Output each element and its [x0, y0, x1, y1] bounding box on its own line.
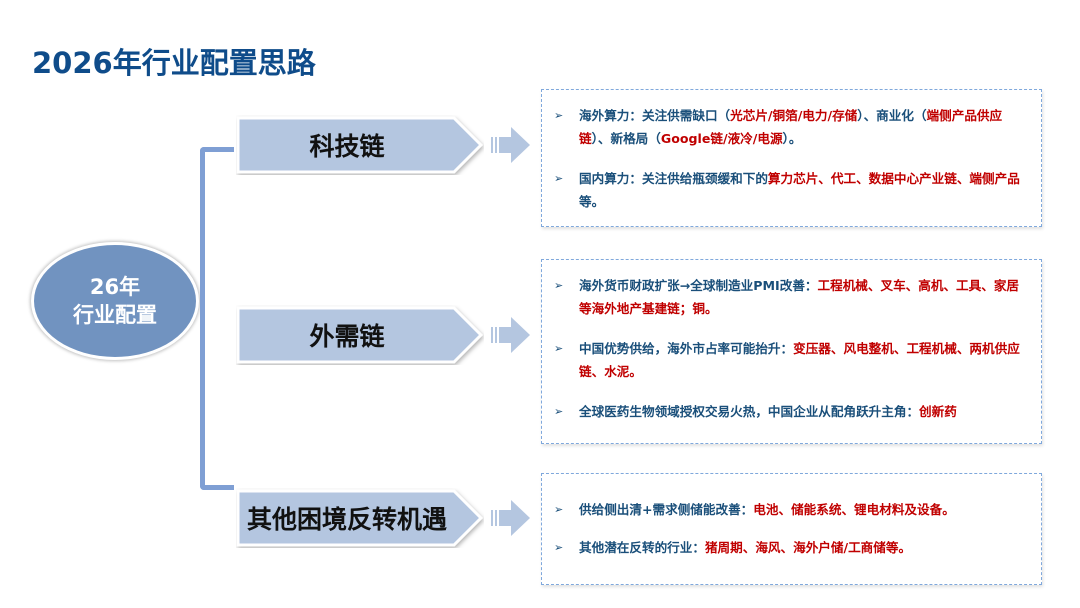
branch-label: 外需链: [309, 322, 385, 351]
striped-right-arrow-icon: [491, 500, 530, 536]
detail-panel-external-demand: ➢ 海外货币财政扩张→全球制造业PMI改善：工程机械、叉车、高机、工具、家居等海…: [541, 259, 1042, 444]
arrowhead-bullet-icon: ➢: [554, 342, 564, 355]
bullet-item: ➢ 海外算力：关注供需缺口（光芯片/铜箔/电力/存储）、商业化（端侧产品供应链）…: [554, 104, 1027, 150]
branch-label: 其他困境反转机遇: [246, 505, 447, 534]
branch-external-demand-chain: 外需链: [236, 305, 484, 365]
center-node: 26年 行业配置: [31, 242, 199, 360]
arrowhead-bullet-icon: ➢: [554, 405, 564, 418]
striped-right-arrow-icon: [491, 127, 530, 163]
center-node-line2: 行业配置: [73, 303, 157, 327]
bullet-item: ➢ 国内算力：关注供给瓶颈缓和下的算力芯片、代工、数据中心产业链、端侧产品等。: [554, 167, 1027, 213]
pentagon-shape: [236, 306, 484, 364]
arrowhead-bullet-icon: ➢: [554, 109, 564, 122]
branch-bracket: [200, 147, 234, 490]
pentagon-shape: [236, 116, 484, 174]
pentagon-shape: [236, 489, 484, 547]
page-title: 2026年行业配置思路: [32, 46, 316, 80]
striped-right-arrow-icon: [491, 317, 530, 353]
center-node-line1: 26年: [89, 275, 141, 299]
detail-panel-turnaround: ➢ 供给侧出清+需求侧储能改善：电池、储能系统、锂电材料及设备。 ➢ 其他潜在反…: [541, 473, 1042, 585]
detail-panel-tech: ➢ 海外算力：关注供需缺口（光芯片/铜箔/电力/存储）、商业化（端侧产品供应链）…: [541, 89, 1042, 227]
arrowhead-bullet-icon: ➢: [554, 503, 564, 516]
branch-turnaround-opportunities: 其他困境反转机遇: [236, 488, 484, 548]
arrowhead-bullet-icon: ➢: [554, 279, 564, 292]
arrowhead-bullet-icon: ➢: [554, 172, 564, 185]
bullet-item: ➢ 全球医药生物领域授权交易火热，中国企业从配角跃升主角：创新药: [554, 400, 1027, 423]
branch-tech-chain: 科技链: [236, 115, 484, 175]
bullet-item: ➢ 供给侧出清+需求侧储能改善：电池、储能系统、锂电材料及设备。: [554, 498, 1027, 521]
bullet-item: ➢ 海外货币财政扩张→全球制造业PMI改善：工程机械、叉车、高机、工具、家居等海…: [554, 274, 1027, 320]
bullet-item: ➢ 中国优势供给，海外市占率可能抬升：变压器、风电整机、工程机械、两机供应链、水…: [554, 337, 1027, 383]
arrowhead-bullet-icon: ➢: [554, 541, 564, 554]
bullet-item: ➢ 其他潜在反转的行业：猪周期、海风、海外户储/工商储等。: [554, 536, 1027, 559]
branch-label: 科技链: [309, 132, 385, 161]
